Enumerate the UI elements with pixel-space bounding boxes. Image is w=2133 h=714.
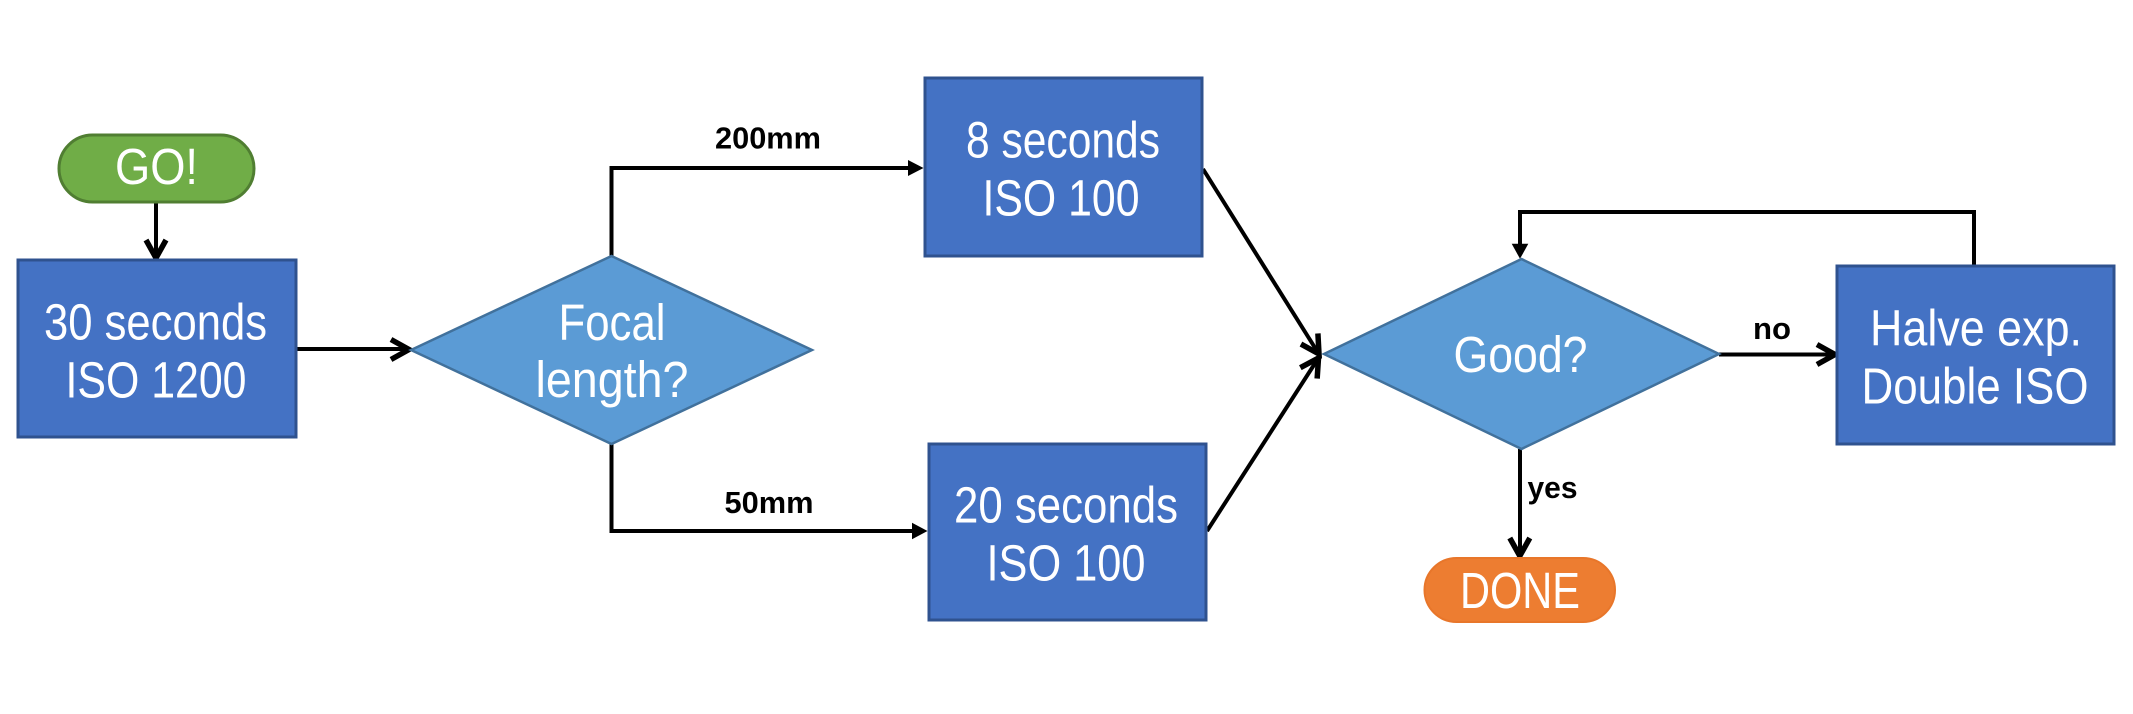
svg-text:30 seconds: 30 seconds xyxy=(44,294,267,351)
svg-text:Good?: Good? xyxy=(1454,326,1588,383)
svg-text:50mm: 50mm xyxy=(725,485,814,520)
svg-text:DONE: DONE xyxy=(1460,562,1580,619)
svg-text:ISO 100: ISO 100 xyxy=(983,170,1140,227)
svg-text:yes: yes xyxy=(1528,470,1578,505)
svg-text:200mm: 200mm xyxy=(715,121,821,156)
svg-text:length?: length? xyxy=(536,351,689,408)
svg-text:ISO 100: ISO 100 xyxy=(987,535,1146,592)
svg-text:Focal: Focal xyxy=(559,294,666,351)
svg-text:8 seconds: 8 seconds xyxy=(966,112,1160,169)
svg-text:20 seconds: 20 seconds xyxy=(954,477,1178,534)
svg-text:ISO 1200: ISO 1200 xyxy=(66,352,247,409)
svg-text:no: no xyxy=(1753,311,1791,346)
svg-text:Halve exp.: Halve exp. xyxy=(1870,300,2082,357)
svg-text:GO!: GO! xyxy=(115,138,198,195)
svg-text:Double ISO: Double ISO xyxy=(1862,358,2089,415)
